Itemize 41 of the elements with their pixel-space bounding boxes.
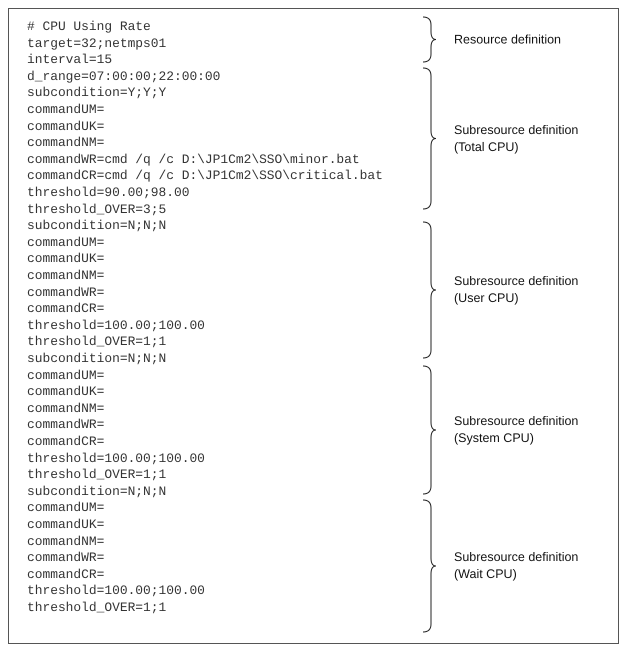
- section-label: Subresource definition (System CPU): [454, 413, 580, 447]
- code-line: threshold_OVER=3;5: [27, 202, 166, 218]
- code-line: commandWR=: [27, 550, 104, 567]
- code-line: subcondition=N;N;N: [27, 218, 166, 235]
- code-line: commandUM=: [27, 102, 104, 119]
- code-line: threshold=100.00;100.00: [27, 450, 205, 468]
- code-line: threshold_OVER=1;1: [27, 467, 166, 484]
- code-line: threshold=90.00;98.00: [27, 185, 190, 202]
- code-line: commandWR=cmd /q /c D:\JP1Cm2\SSO\minor.bat: [27, 152, 360, 168]
- code-line: commandUK=: [27, 251, 104, 268]
- code-line: commandCR=: [27, 301, 104, 318]
- code-line: commandNM=: [27, 268, 104, 285]
- code-line: # CPU Using Rate: [27, 19, 151, 36]
- section-label: Subresource definition (User CPU): [454, 273, 580, 307]
- code-line: subcondition=N;N;N: [27, 351, 166, 368]
- code-line: threshold=100.00;100.00: [27, 583, 205, 600]
- section-label: Subresource definition (Wait CPU): [454, 549, 580, 583]
- code-line: commandUK=: [27, 384, 104, 401]
- code-line: commandCR=cmd /q /c D:\JP1Cm2\SSO\critical.bat: [27, 168, 383, 185]
- code-line: commandUM=: [27, 234, 104, 252]
- code-line: commandNM=: [27, 135, 104, 152]
- section-label: Subresource definition (Total CPU): [454, 122, 580, 156]
- code-line: commandWR=: [27, 417, 104, 434]
- code-line: target=32;netmps01: [27, 36, 166, 52]
- code-line: interval=15: [27, 52, 112, 69]
- code-line: commandWR=: [27, 284, 104, 302]
- code-line: commandNM=: [27, 400, 104, 418]
- code-line: threshold_OVER=1;1: [27, 600, 166, 617]
- code-line: commandUM=: [27, 368, 104, 384]
- code-line: threshold=100.00;100.00: [27, 318, 205, 334]
- code-line: subcondition=Y;Y;Y: [27, 85, 166, 102]
- section-label: Resource definition: [454, 31, 562, 48]
- code-line: commandCR=: [27, 566, 104, 584]
- code-line: threshold_OVER=1;1: [27, 334, 166, 351]
- code-line: commandCR=: [27, 434, 104, 451]
- code-line: commandUM=: [27, 500, 104, 517]
- code-line: commandUK=: [27, 517, 104, 534]
- code-line: commandNM=: [27, 534, 104, 550]
- code-line: commandUK=: [27, 118, 104, 136]
- code-line: subcondition=N;N;N: [27, 484, 166, 500]
- code-line: d_range=07:00:00;22:00:00: [27, 68, 220, 86]
